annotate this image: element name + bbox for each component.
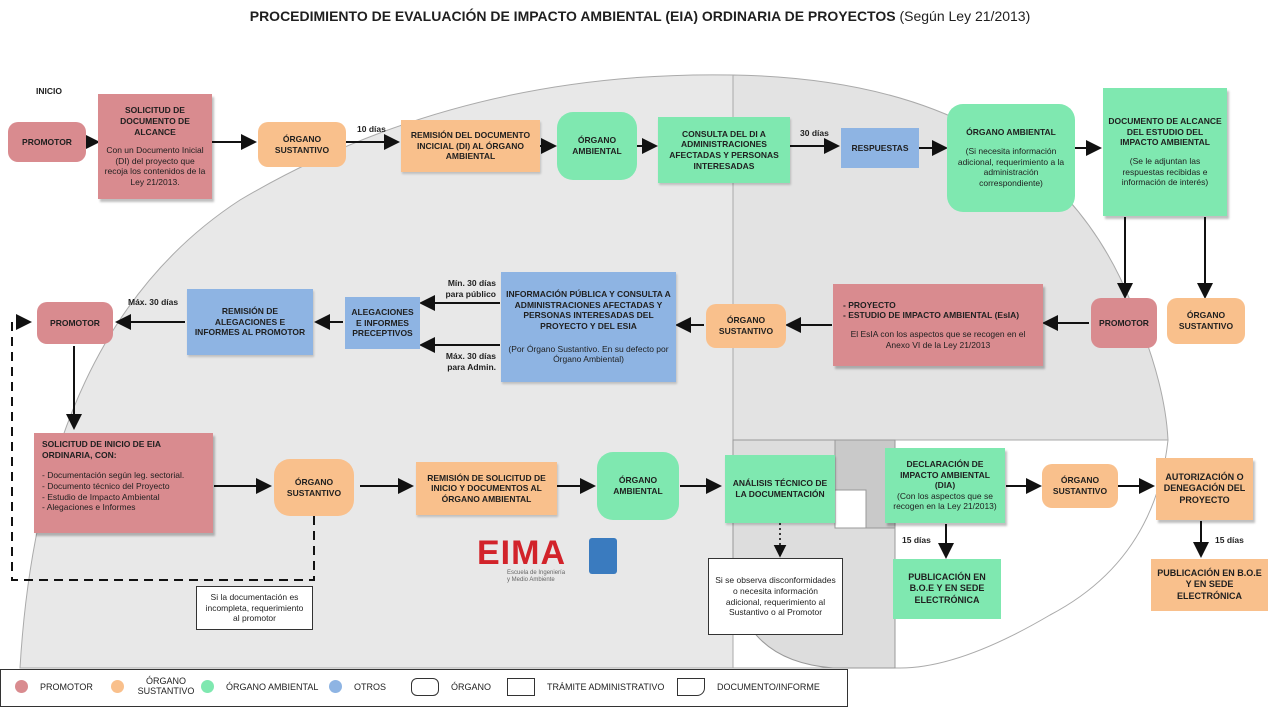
otros-swatch [329, 680, 342, 693]
proyecto-esia-doc[interactable]: - PROYECTO - ESTUDIO DE IMPACTO AMBIENTA… [833, 284, 1043, 366]
legend-tramite: TRÁMITE ADMINISTRATIVO [507, 678, 664, 696]
max-30-dias-label: Máx. 30 días [128, 297, 179, 307]
documento-alcance-doc[interactable]: DOCUMENTO DE ALCANCE DEL ESTUDIO DEL IMP… [1103, 88, 1227, 216]
esia-line: - ESTUDIO DE IMPACTO AMBIENTAL (EsIA) [843, 310, 1020, 321]
solicitud-inicio-title: SOLICITUD DE INICIO DE EIA ORDINARIA, CO… [42, 439, 161, 460]
legend-promotor: PROMOTOR [15, 680, 93, 693]
logo-line-1: Escuela de Ingeniería [507, 570, 566, 576]
organo-sustantivo-node-3[interactable]: ÓRGANO SUSTANTIVO [706, 304, 786, 348]
legend-organo-sustantivo-label: ÓRGANO SUSTANTIVO [137, 676, 195, 696]
solicitud-alcance-body: Con un Documento Inicial (DI) del proyec… [104, 145, 206, 188]
legend-documento-label: DOCUMENTO/INFORME [717, 682, 820, 692]
documento-alcance-title: DOCUMENTO DE ALCANCE DEL ESTUDIO DEL IMP… [1108, 116, 1222, 148]
organo-sustantivo-node-5[interactable]: ÓRGANO SUSTANTIVO [1042, 464, 1118, 508]
legend-organo-ambiental: ÓRGANO AMBIENTAL [201, 680, 318, 693]
title-note: (Según Ley 21/2013) [899, 8, 1031, 24]
organo-shape [411, 678, 439, 696]
title-main: PROCEDIMIENTO DE EVALUACIÓN DE IMPACTO A… [249, 8, 896, 24]
promotor-node-2[interactable]: PROMOTOR [1091, 298, 1157, 348]
consulta-di-tramite[interactable]: CONSULTA DEL DI A ADMINISTRACIONES AFECT… [658, 117, 790, 183]
eima-logo-mark [589, 538, 617, 574]
promotor-swatch [15, 680, 28, 693]
organo-ambiental-2-body: (Si necesita información adicional, requ… [957, 146, 1065, 188]
promotor-node-3[interactable]: PROMOTOR [37, 302, 113, 344]
solicitud-inicio-item: - Documentación según leg. sectorial. [42, 470, 185, 481]
legend-otros: OTROS [329, 680, 386, 693]
dia-body: (Con los aspectos que se recogen en la L… [893, 490, 997, 512]
solicitud-alcance-doc[interactable]: SOLICITUD DE DOCUMENTO DE ALCANCE Con un… [98, 94, 212, 199]
organo-ambiental-2-title: ÓRGANO AMBIENTAL [966, 127, 1056, 138]
autorizacion-doc[interactable]: AUTORIZACIÓN O DENEGACIÓN DEL PROYECTO [1156, 458, 1253, 520]
publicacion-boe-1[interactable]: PUBLICACIÓN EN B.O.E Y EN SEDE ELECTRÓNI… [893, 559, 1001, 619]
tramite-shape [507, 678, 535, 696]
legend-tramite-label: TRÁMITE ADMINISTRATIVO [547, 682, 665, 692]
organo-ambiental-node-3[interactable]: ÓRGANO AMBIENTAL [597, 452, 679, 520]
inicio-label: INICIO [36, 86, 62, 96]
solicitud-alcance-title: SOLICITUD DE DOCUMENTO DE ALCANCE [120, 105, 190, 137]
page-title: PROCEDIMIENTO DE EVALUACIÓN DE IMPACTO A… [0, 8, 1280, 24]
remision-di-tramite[interactable]: REMISIÓN DEL DOCUMENTO INCICIAL (DI) AL … [401, 120, 540, 172]
analisis-tecnico-tramite[interactable]: ANÁLISIS TÉCNICO DE LA DOCUMENTACIÓN [725, 455, 835, 523]
legend-documento: DOCUMENTO/INFORME [677, 678, 820, 696]
publicacion-boe-2[interactable]: PUBLICACIÓN EN B.O.E Y EN SEDE ELECTRÓNI… [1151, 559, 1268, 611]
organo-ambiental-node-2[interactable]: ÓRGANO AMBIENTAL (Si necesita informació… [947, 104, 1075, 212]
legend-otros-label: OTROS [354, 681, 387, 692]
solicitud-inicio-item: - Alegaciones e Informes [42, 502, 136, 513]
max-30-dias-admin-text: Máx. 30 días [445, 351, 496, 361]
organo-sustantivo-node-2[interactable]: ÓRGANO SUSTANTIVO [1167, 298, 1245, 344]
dashed-arrow [11, 314, 315, 581]
legend-organo: ÓRGANO [411, 678, 491, 696]
para-admin-text: para Admin. [447, 361, 496, 372]
nota-disconformidades: Si se observa disconformidades o necesit… [708, 558, 843, 635]
logo-line-2: y Medio Ambiente [507, 576, 555, 583]
organo-sustantivo-node-1[interactable]: ÓRGANO SUSTANTIVO [258, 122, 346, 167]
dia-title: DECLARACIÓN DE IMPACTO AMBIENTAL (DIA) [900, 458, 990, 491]
legend: PROMOTOR ÓRGANO SUSTANTIVO ÓRGANO AMBIEN… [0, 669, 848, 707]
informacion-publica-tramite[interactable]: INFORMACIÓN PÚBLICA Y CONSULTA A ADMINIS… [501, 272, 676, 382]
label-15-dias-a: 15 días [902, 535, 931, 545]
solicitud-inicio-doc[interactable]: SOLICITUD DE INICIO DE EIA ORDINARIA, CO… [34, 433, 213, 533]
organo-ambiental-swatch [201, 680, 214, 693]
documento-alcance-body: (Se le adjuntan las respuestas recibidas… [1121, 156, 1209, 188]
proyecto-line: - PROYECTO [843, 299, 896, 310]
organo-sustantivo-swatch [111, 679, 124, 693]
informacion-publica-body: (Por Órgano Sustantivo. En su defecto po… [508, 343, 669, 365]
alegaciones-informes-node[interactable]: ALEGACIONES E INFORMES PRECEPTIVOS [345, 297, 420, 349]
remision-solicitud-tramite[interactable]: REMISIÓN DE SOLICITUD DE INICIO Y DOCUME… [416, 462, 557, 515]
eima-logo-name: EIMA [477, 534, 566, 572]
solicitud-inicio-item: - Documento técnico del Proyecto [42, 480, 170, 491]
dia-doc[interactable]: DECLARACIÓN DE IMPACTO AMBIENTAL (DIA) (… [885, 448, 1005, 523]
remision-alegaciones-tramite[interactable]: REMISIÓN DE ALEGACIONES E INFORMES AL PR… [187, 289, 313, 355]
solicitud-inicio-item: - Estudio de Impacto Ambiental [42, 491, 160, 502]
label-10-dias: 10 días [357, 124, 386, 134]
legend-organo-sustantivo: ÓRGANO SUSTANTIVO [111, 676, 196, 696]
legend-organo-ambiental-label: ÓRGANO AMBIENTAL [226, 681, 319, 692]
para-publico-text: para público [445, 288, 496, 299]
min-30-dias-text: Mín. 30 días [447, 278, 496, 288]
organo-sustantivo-node-4[interactable]: ÓRGANO SUSTANTIVO [274, 459, 354, 516]
nota-documentacion-incompleta: Si la documentación es incompleta, reque… [196, 586, 313, 630]
proyecto-esia-body: El EsIA con los aspectos que se recogen … [850, 329, 1026, 350]
label-30-dias: 30 días [800, 128, 829, 138]
legend-organo-label: ÓRGANO [451, 682, 492, 692]
label-15-dias-b: 15 días [1215, 535, 1244, 545]
organo-ambiental-node-1[interactable]: ÓRGANO AMBIENTAL [557, 112, 637, 180]
informacion-publica-title: INFORMACIÓN PÚBLICA Y CONSULTA A ADMINIS… [506, 289, 671, 331]
documento-shape [677, 678, 705, 696]
respuestas-node[interactable]: RESPUESTAS [841, 128, 919, 168]
promotor-node-1[interactable]: PROMOTOR [8, 122, 86, 162]
legend-promotor-label: PROMOTOR [40, 681, 93, 692]
